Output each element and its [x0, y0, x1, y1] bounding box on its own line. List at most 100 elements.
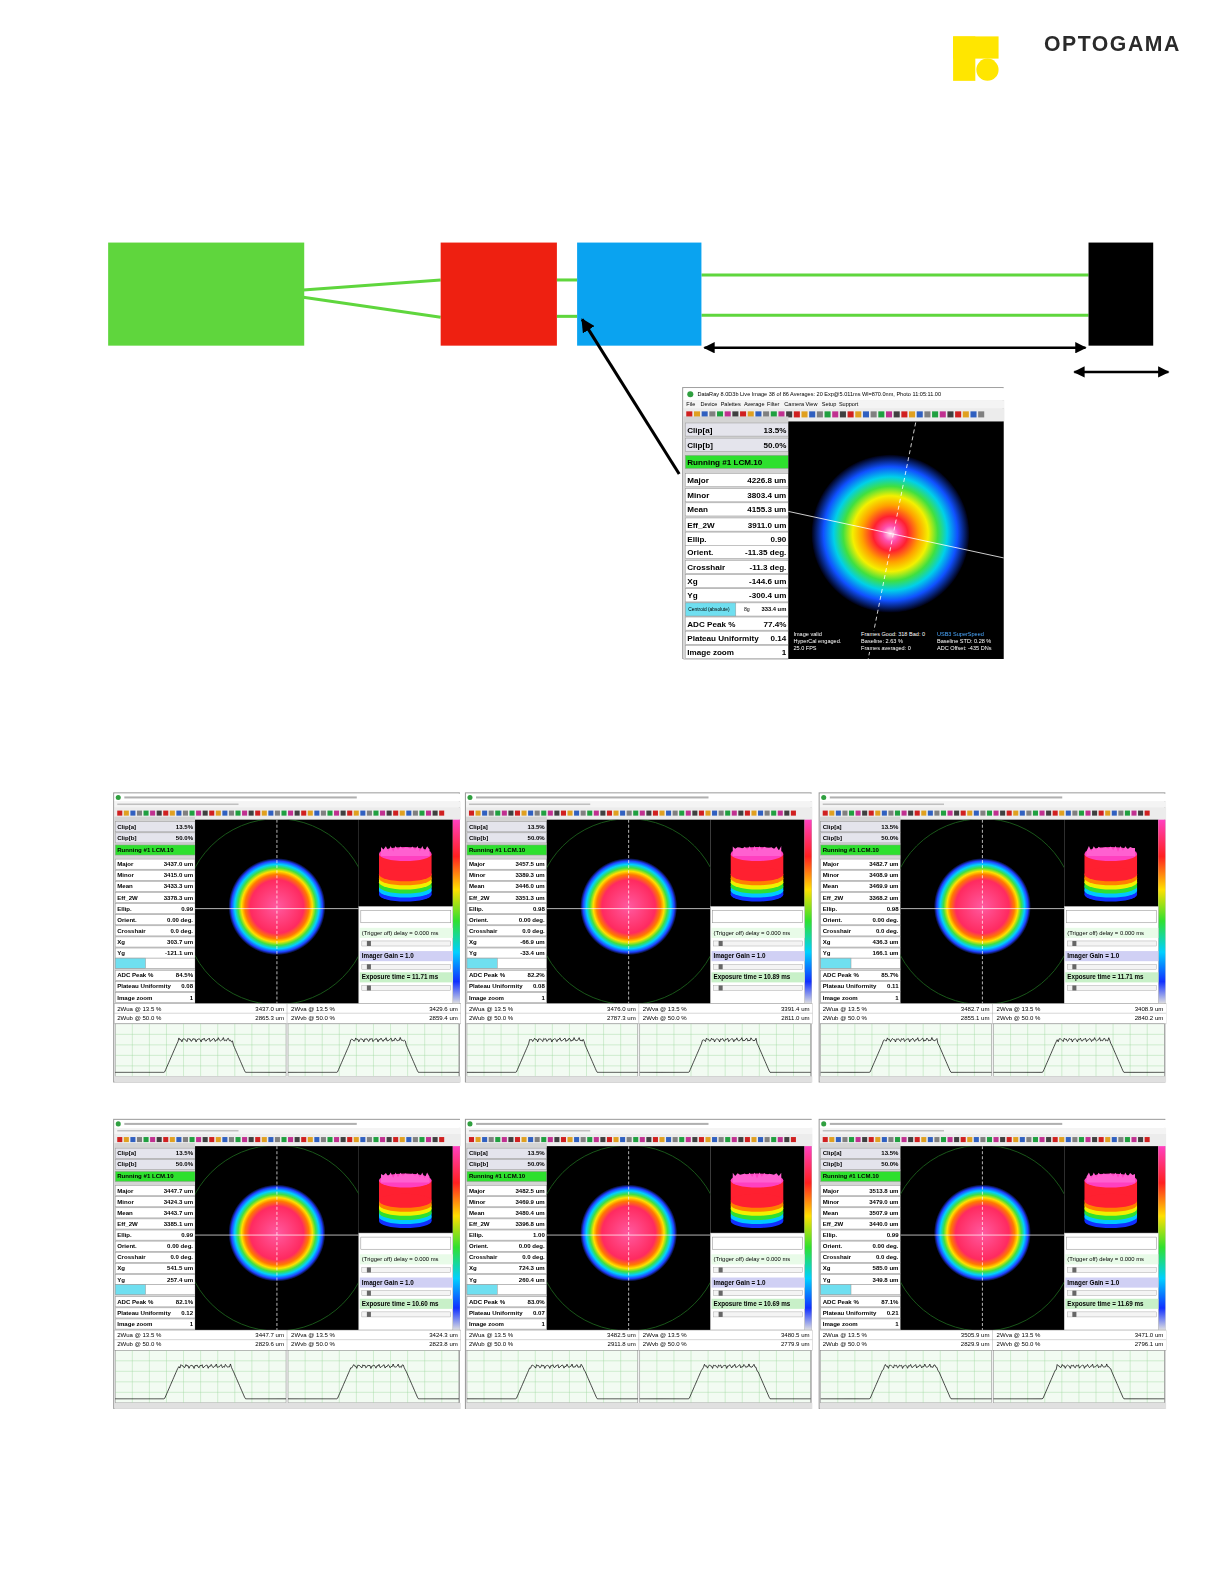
grid-line	[640, 1055, 811, 1056]
table-row	[467, 915, 547, 925]
param-value: 0.0 deg.	[838, 926, 899, 936]
toolbar-icon	[653, 1137, 658, 1142]
toolbar-icon	[541, 811, 546, 816]
table-line	[992, 1004, 993, 1024]
profile-curve	[821, 1364, 992, 1399]
toolbar-icon	[1118, 811, 1123, 816]
software-window: Clip[a]13.5%Clip[b]50.0%Running #1 LCM.1…	[113, 1119, 460, 1409]
toolbar-icon	[825, 411, 831, 417]
toolbar-icon	[541, 1137, 546, 1142]
grid-line	[994, 1392, 1165, 1393]
image-content	[195, 820, 359, 1004]
grid-line	[725, 1350, 726, 1403]
toolbar-icon	[1033, 811, 1038, 816]
grid-line	[1096, 1350, 1097, 1403]
table-row	[821, 1252, 901, 1262]
toolbar-icon	[301, 1137, 306, 1142]
surface-peaks	[381, 846, 430, 856]
toolbar-icon	[1000, 811, 1005, 816]
toolbar-icon	[406, 811, 411, 816]
param-value: 3513.8 um	[838, 1186, 899, 1196]
param-label: Mean	[117, 881, 133, 891]
footer-bar	[114, 1403, 461, 1409]
toolbar-icon	[1092, 1137, 1097, 1142]
image-content	[547, 1146, 711, 1330]
toolbar-icon	[275, 811, 280, 816]
table-row	[467, 1297, 547, 1307]
profile-plot	[288, 1350, 459, 1403]
width-table	[466, 1330, 813, 1350]
param-value: 3415.0 um	[132, 870, 193, 880]
grid-line	[268, 1350, 269, 1403]
beam-width-value: 3476.0 um	[575, 1005, 636, 1014]
toolbar-icon	[627, 1137, 632, 1142]
window-title: DataRay 8.0D3b Live Image 38 of 86 Avera…	[697, 388, 941, 400]
table-panel	[683, 416, 788, 660]
grid-line	[373, 1350, 374, 1403]
param-value: 0.11	[838, 981, 899, 991]
beam-width-label: 2Wva @ 13.5 %	[643, 1005, 687, 1014]
profile-curve	[994, 1038, 1165, 1073]
beam-width-value: 3424.3 um	[397, 1331, 458, 1340]
camera-setting: (Trigger off) delay = 0.000 ms	[1067, 1254, 1144, 1264]
profile-curve	[640, 1038, 811, 1073]
crosshair-line	[195, 908, 359, 909]
toolbar-icon	[1099, 811, 1104, 816]
width-table	[114, 1330, 461, 1350]
beam-width-value: 2823.8 um	[397, 1340, 458, 1349]
toolbar-icon	[373, 811, 378, 816]
title-bar	[114, 793, 461, 801]
title-trace	[124, 796, 356, 798]
crosshair-line	[547, 1235, 711, 1236]
param-value: 3446.0 um	[484, 881, 545, 891]
toolbar-icon	[163, 1137, 168, 1142]
table-row	[821, 1230, 901, 1240]
table-row	[467, 1252, 547, 1262]
menu-trace	[117, 804, 238, 806]
grid-line	[821, 1381, 992, 1382]
camera-setting: Imager Gain = 1.0	[362, 1278, 414, 1288]
toolbar-icon	[1066, 811, 1071, 816]
toolbar-icon	[130, 811, 135, 816]
toolbar-icon	[255, 811, 260, 816]
param-label: Image zoom	[687, 645, 734, 658]
title-trace	[476, 1123, 708, 1125]
toolbar-icon	[771, 1137, 776, 1142]
toolbar-icon	[875, 811, 880, 816]
param-value: 0.08	[484, 981, 545, 991]
table-panel	[114, 817, 195, 1008]
grid-line	[467, 1392, 638, 1393]
table-row	[115, 948, 195, 958]
profile-curve	[640, 1364, 811, 1399]
table-row	[115, 1197, 195, 1207]
setting-bar	[360, 972, 453, 982]
toolbar-icon	[176, 1137, 181, 1142]
beam-width-value: 2911.8 um	[575, 1340, 636, 1349]
footer-bar	[466, 1403, 813, 1409]
param-value: 0.0 deg.	[132, 926, 193, 936]
toolbar-icon	[809, 411, 815, 417]
param-label: Clip[b]	[117, 1159, 136, 1169]
param-label: Ellip.	[687, 532, 706, 545]
param-value: 436.3 um	[838, 937, 899, 947]
table-row	[115, 1274, 195, 1284]
toolbar-icon	[341, 1137, 346, 1142]
menu-item: Setup	[822, 400, 837, 408]
grid-line	[1147, 1350, 1148, 1403]
toolbar-icon	[321, 811, 326, 816]
grid-line	[467, 1034, 638, 1035]
grid-line	[251, 1350, 252, 1403]
toolbar-icon	[1131, 811, 1136, 816]
toolbar-icon	[738, 811, 743, 816]
table-row	[115, 1219, 195, 1229]
toolbar-icon	[940, 411, 946, 417]
toolbar-icon	[568, 1137, 573, 1142]
scan-arrow	[1074, 371, 1168, 374]
param-value: 0.0 deg.	[484, 926, 545, 936]
toolbar-icon	[692, 1137, 697, 1142]
surface-plot	[711, 820, 805, 907]
toolbar-icon	[334, 811, 339, 816]
slider-thumb	[1072, 964, 1076, 969]
grid-line	[200, 1350, 201, 1403]
param-label: Minor	[117, 1197, 134, 1207]
